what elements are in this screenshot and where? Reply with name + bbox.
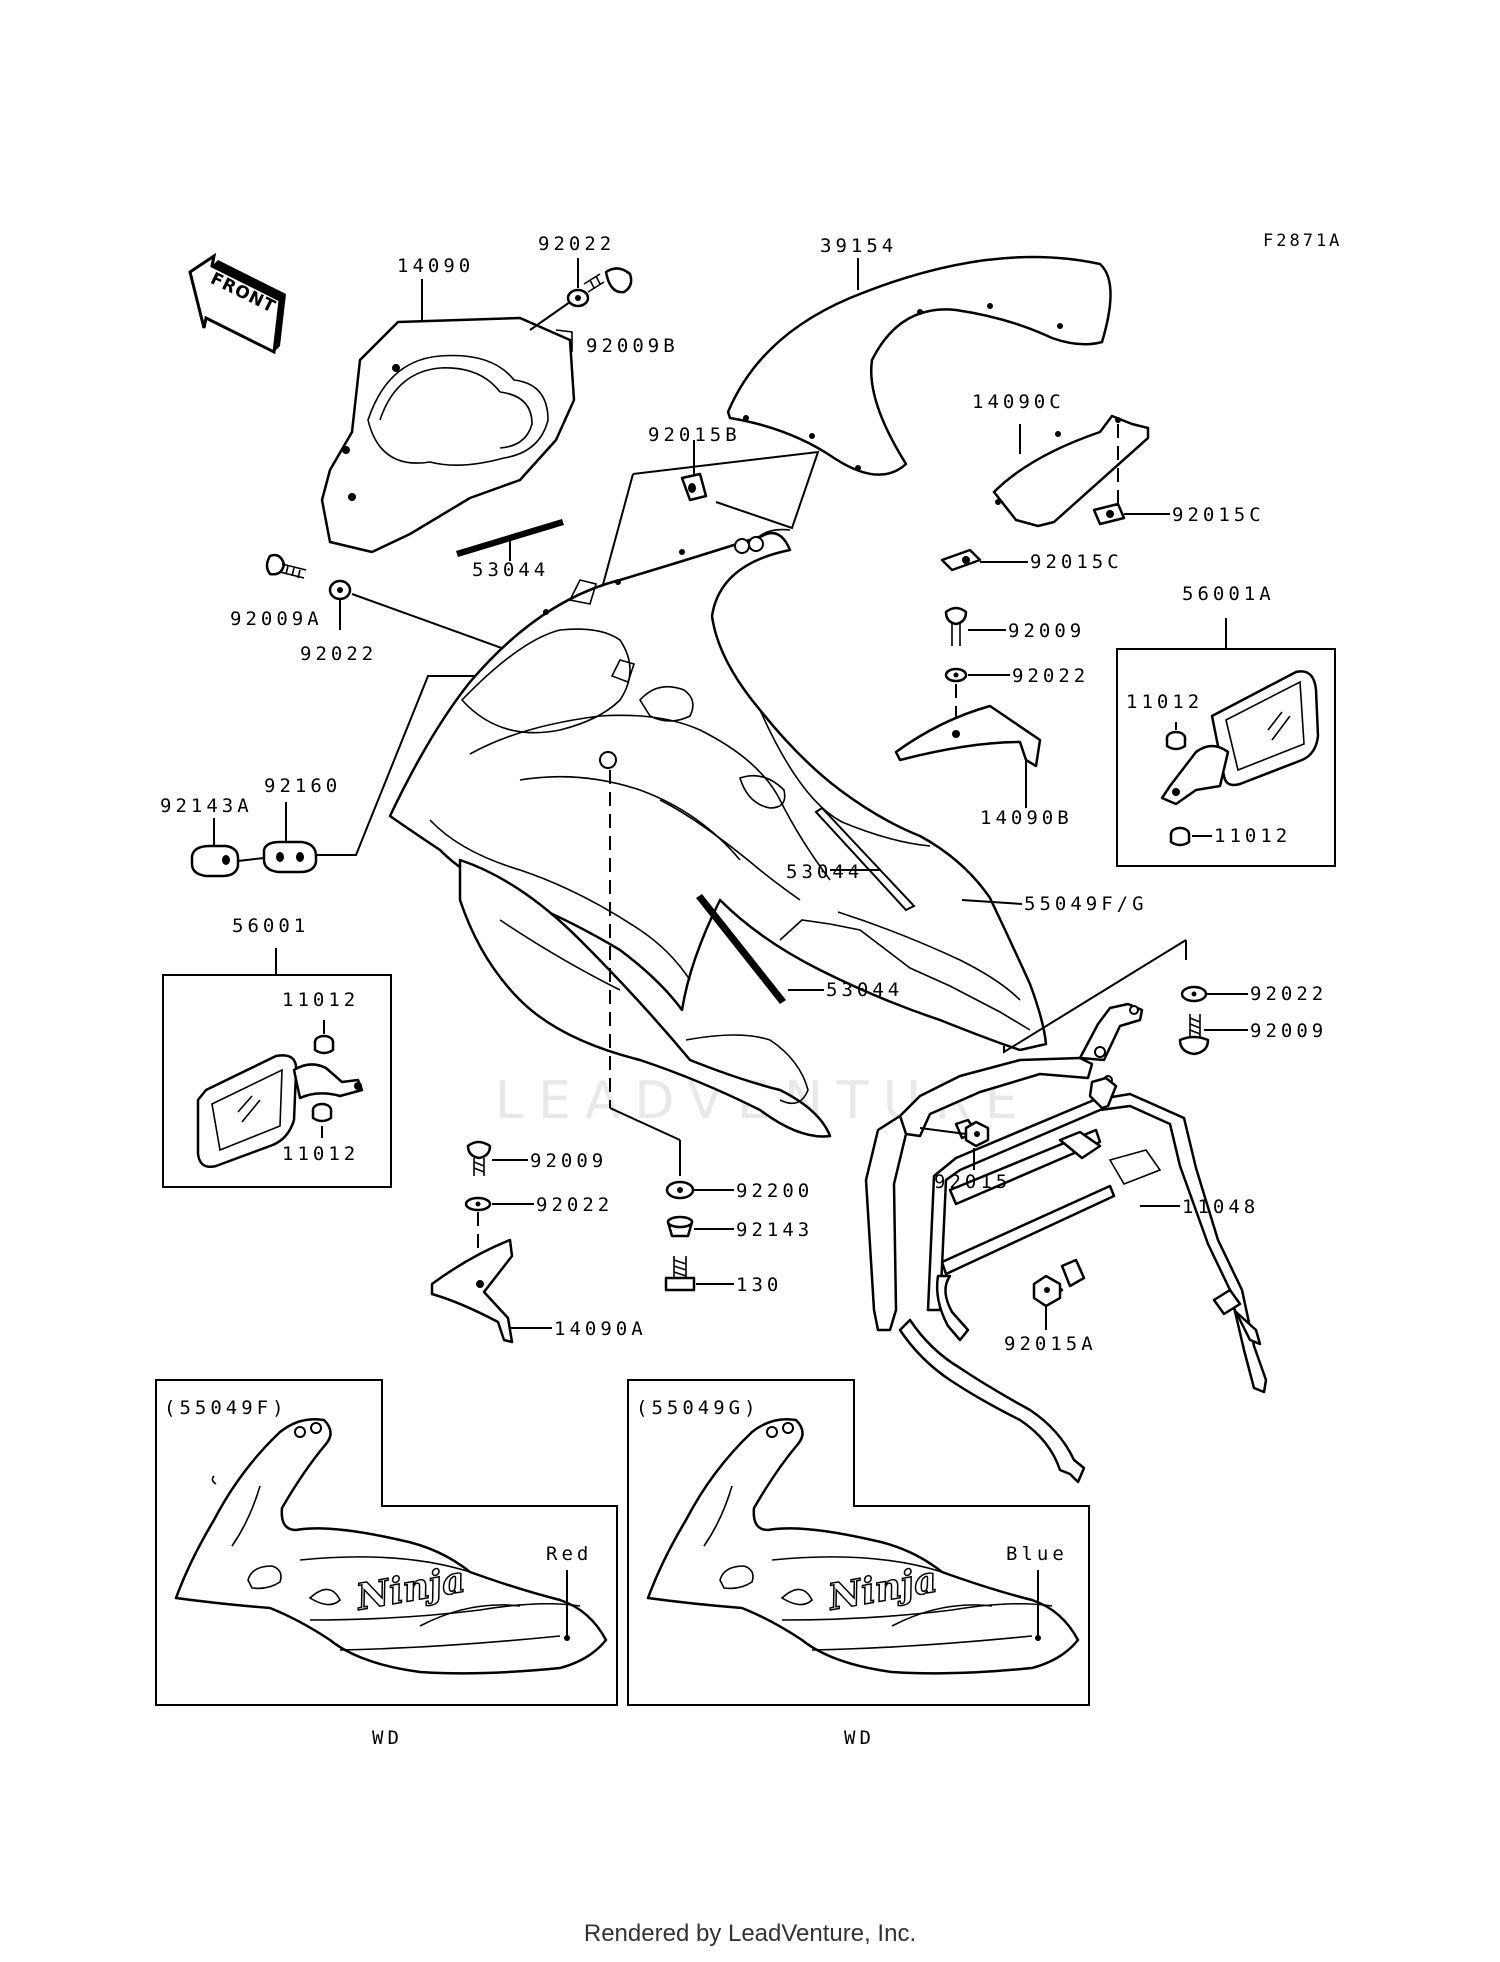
- label-92015C-upper: 92015C: [1172, 504, 1265, 526]
- bolt-130: [664, 1256, 696, 1292]
- label-53044-low: 53044: [826, 979, 903, 1001]
- label-11012-l1: 11012: [282, 989, 359, 1011]
- mirror-56001: [196, 1054, 364, 1168]
- windshield-39154: [726, 255, 1112, 476]
- diagram-id: F2871A: [1263, 231, 1342, 251]
- strip-53044-mid: [814, 806, 916, 912]
- label-92009-bl: 92009: [530, 1150, 607, 1172]
- label-92022-fr: 92022: [1250, 983, 1327, 1005]
- inset-color-right: Blue: [1006, 1543, 1068, 1565]
- collar-92143: [666, 1215, 694, 1238]
- label-56001A: 56001A: [1182, 583, 1275, 605]
- label-92009B: 92009B: [586, 335, 679, 357]
- label-39154: 39154: [820, 235, 897, 257]
- footer-credit: Rendered by LeadVenture, Inc.: [583, 1920, 917, 1947]
- label-92009-right: 92009: [1008, 620, 1085, 642]
- bracket-14090A: [430, 1238, 514, 1344]
- nut-92015A: [1032, 1274, 1062, 1308]
- fairing-stay-11048: [864, 939, 1268, 1484]
- label-92015A: 92015A: [1004, 1333, 1097, 1355]
- collar-92143A: [190, 844, 240, 878]
- grommet-11012-l1: [313, 1034, 335, 1055]
- inset-market-left: WD: [372, 1727, 403, 1749]
- grommet-11012-r1: [1165, 730, 1187, 751]
- inset-code-right: (55049G): [636, 1397, 760, 1419]
- label-14090B: 14090B: [980, 807, 1073, 829]
- bolt-92009-bl: [466, 1140, 492, 1176]
- label-92009-fr: 92009: [1250, 1020, 1327, 1042]
- bolt-92009-right: [944, 606, 968, 646]
- label-55049FG: 55049F/G: [1024, 893, 1148, 915]
- label-92022-left: 92022: [300, 643, 377, 665]
- label-53044-top: 53044: [472, 559, 549, 581]
- nut-92015: [964, 1120, 990, 1148]
- lower-cowling-section: [458, 858, 832, 1138]
- upper-cowling-55049FG: [388, 528, 1048, 1052]
- label-92143A: 92143A: [160, 795, 253, 817]
- inset-box-55049F: [155, 1379, 618, 1706]
- label-14090: 14090: [397, 255, 474, 277]
- label-53044-mid: 53044: [786, 861, 863, 883]
- front-arrow-icon: FRONT: [188, 252, 286, 355]
- bolt-92009B: [583, 267, 633, 294]
- inset-box-55049G: [627, 1379, 1090, 1706]
- label-92022-right: 92022: [1012, 665, 1089, 687]
- label-92160: 92160: [264, 775, 341, 797]
- label-92022-top: 92022: [538, 233, 615, 255]
- label-130: 130: [736, 1274, 782, 1296]
- inset-code-left: (55049F): [164, 1397, 288, 1419]
- bolt-92009A: [265, 553, 307, 579]
- bracket-14090B: [894, 704, 1042, 768]
- label-92200: 92200: [736, 1180, 813, 1202]
- grommet-11012-r2: [1169, 826, 1191, 847]
- label-14090C: 14090C: [972, 391, 1065, 413]
- clip-92015C-lower: [940, 548, 982, 572]
- label-14090A: 14090A: [554, 1318, 647, 1340]
- label-11048: 11048: [1182, 1196, 1259, 1218]
- clip-92015C-upper: [1092, 502, 1126, 526]
- label-92015B: 92015B: [648, 424, 741, 446]
- label-92022-bl: 92022: [536, 1194, 613, 1216]
- meter-cover-14090: [320, 316, 576, 554]
- label-11012-r1: 11012: [1126, 691, 1203, 713]
- label-56001: 56001: [232, 915, 309, 937]
- side-cowl-55049F: Ninja: [174, 1418, 608, 1675]
- label-92143: 92143: [736, 1219, 813, 1241]
- bolt-92009-fr: [1178, 1014, 1210, 1056]
- damper-92160: [262, 840, 318, 874]
- inset-color-left: Red: [546, 1543, 592, 1565]
- label-92009A: 92009A: [230, 608, 323, 630]
- label-11012-l2: 11012: [282, 1143, 359, 1165]
- label-92015: 92015: [934, 1171, 1011, 1193]
- side-cowl-55049G: Ninja: [646, 1418, 1080, 1675]
- label-11012-r2: 11012: [1214, 825, 1291, 847]
- label-92015C-lower: 92015C: [1030, 551, 1123, 573]
- grommet-11012-l2: [311, 1102, 333, 1123]
- inner-panel-14090C: [992, 414, 1150, 528]
- strip-53044-low: [696, 894, 786, 1004]
- mirror-56001A: [1160, 670, 1320, 806]
- inset-market-right: WD: [844, 1727, 875, 1749]
- grommet-92015B: [680, 472, 708, 502]
